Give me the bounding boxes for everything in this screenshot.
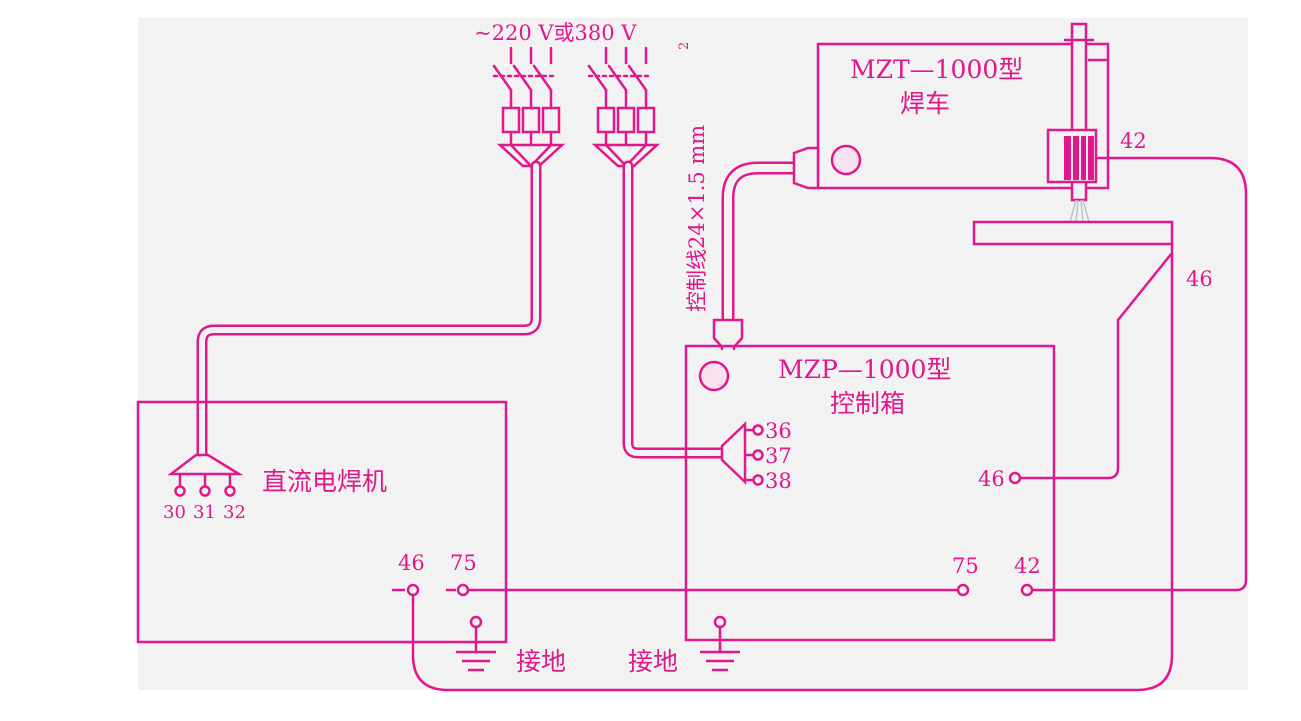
cable-supply-to-welder [196,160,542,461]
carriage-terminal-42-label: 42 [1120,129,1147,153]
wire-46-welder [411,253,1174,692]
terminal-31 [199,485,211,497]
control-box [684,318,1056,672]
welder-terminal-46 [406,583,420,597]
welder-ground-icon [456,615,496,672]
label-terminal-30: 30 [163,502,186,523]
control-cable-superscript: 2 [677,42,692,50]
carriage-body [816,42,1110,190]
terminal-36 [752,424,764,436]
terminal-32 [224,485,236,497]
label-terminal-36: 36 [765,419,792,443]
label-terminal-31: 31 [193,502,216,523]
control-cable-label: 控制线24×1.5 mm [685,125,709,312]
terminal-30 [174,485,186,497]
supply-voltage-label: ~220 V或380 V [474,21,637,45]
label-terminal-32: 32 [223,502,246,523]
welding-machine [136,400,508,672]
wire-42 [1032,156,1248,592]
welding-machine-label: 直流电焊机 [262,467,387,496]
control-box-ground-icon [700,615,740,672]
labels: ~220 V或380 V 控制线24×1.5 mm 2 MZT—1000型 焊车… [163,21,1213,676]
welding-machine-body [136,400,508,644]
welder-46-label: 46 [398,551,425,575]
control-box-terminal-42 [1020,583,1034,597]
wires [411,156,1248,692]
supply-switch-group-right [587,46,661,168]
terminal-37 [752,449,764,461]
cables [196,160,801,461]
control-box-terminal-75 [956,583,970,597]
wire-46-control [1020,244,1174,480]
carriage-model-label: MZT—1000型 [850,55,1023,84]
terminal-38 [752,474,764,486]
workpiece [972,220,1174,246]
label-terminal-38: 38 [765,469,792,493]
welding-machine-input-fan [167,453,244,476]
welder-terminal-75 [456,583,470,597]
control-box-name-label: 控制箱 [830,389,905,418]
control-box-model-label: MZP—1000型 [778,355,951,384]
control-box-75-label: 75 [952,554,979,578]
welder-75-label: 75 [450,551,477,575]
control-box-input-fan [720,421,747,485]
electrode-wire-icon [1069,199,1090,223]
control-box-ground-label: 接地 [628,647,678,676]
control-box-body [684,344,1056,642]
cable-supply-to-control-box [622,160,728,459]
carriage-connector-icon [792,146,820,190]
control-box-terminal-46 [1008,471,1022,485]
workpiece-terminal-46-label: 46 [1186,267,1213,291]
label-terminal-37: 37 [765,444,792,468]
carriage-socket-icon [830,144,862,176]
welding-carriage [792,22,1174,246]
control-box-socket-icon [698,360,730,392]
welder-ground-label: 接地 [516,647,566,676]
control-box-connector-icon [712,318,744,348]
control-box-42-label: 42 [1014,554,1041,578]
control-box-46-label: 46 [978,467,1005,491]
cable-control-line [721,161,801,327]
carriage-name-label: 焊车 [900,89,950,118]
